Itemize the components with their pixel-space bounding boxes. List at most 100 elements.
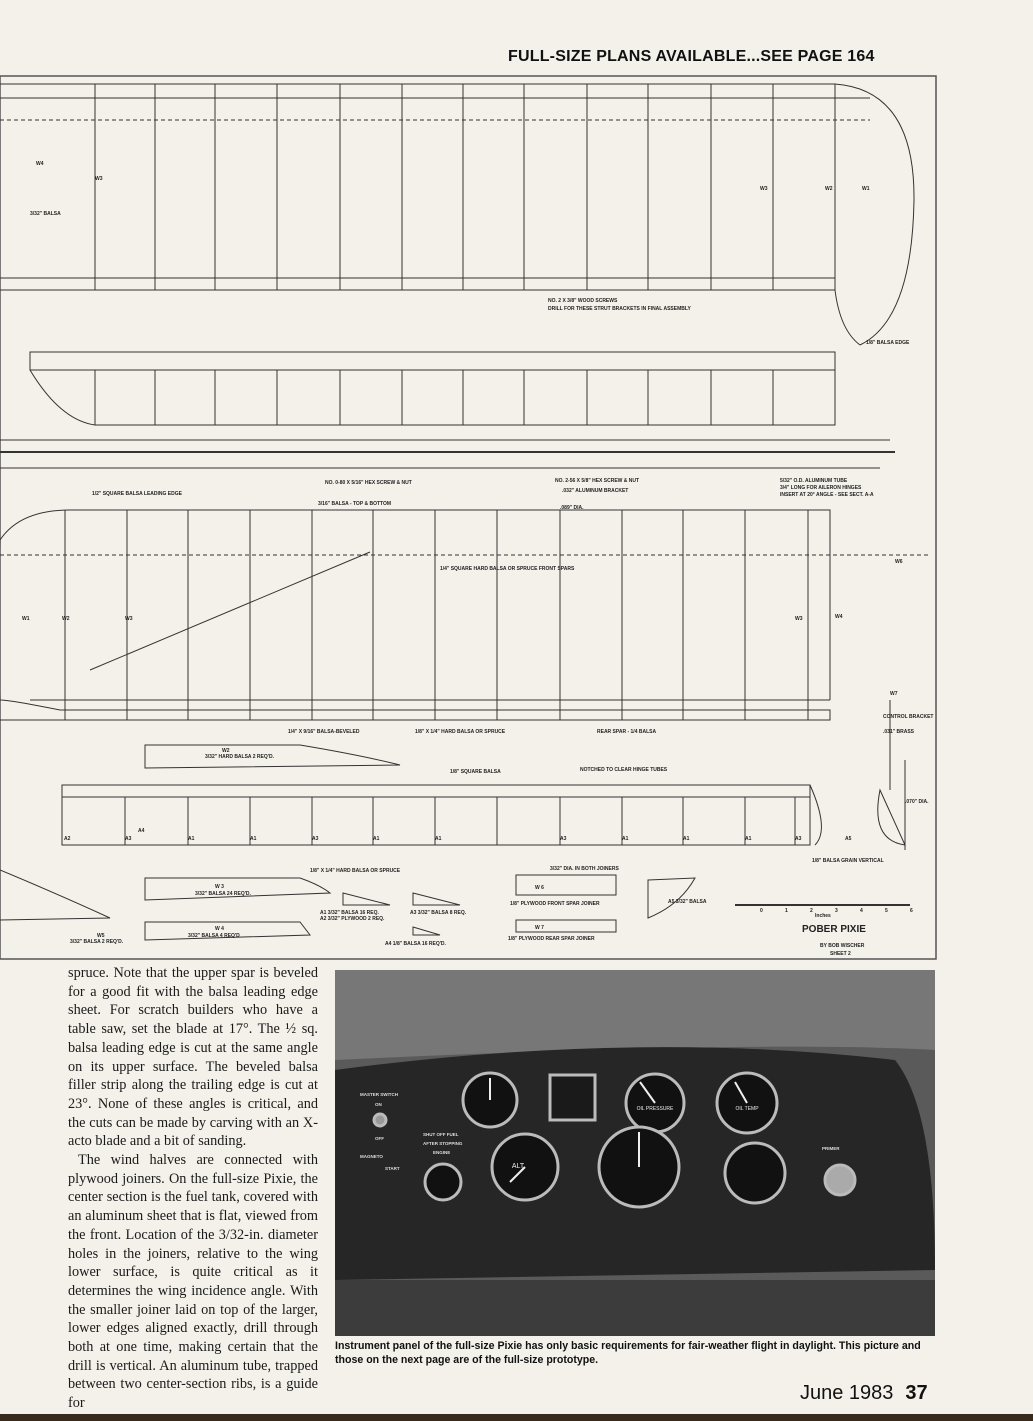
svg-text:A4: A4 (138, 828, 145, 834)
svg-text:A1: A1 (250, 836, 257, 842)
svg-text:3/32" BALSA 24 REQ'D.: 3/32" BALSA 24 REQ'D. (195, 891, 252, 897)
svg-text:3/16" BALSA - TOP & BOTTOM: 3/16" BALSA - TOP & BOTTOM (318, 501, 391, 507)
svg-text:ENGINE: ENGINE (433, 1150, 450, 1155)
fuel-gauge (423, 1162, 463, 1202)
svg-text:1/8" PLYWOOD REAR SPAR JOINER: 1/8" PLYWOOD REAR SPAR JOINER (508, 936, 595, 942)
instrument-panel-photo: MASTER SWITCH ON OFF SHUT OFF FUEL AFTER… (335, 970, 935, 1336)
photo-caption: Instrument panel of the full-size Pixie … (335, 1340, 921, 1366)
svg-text:INSERT AT 20° ANGLE - SEE SECT: INSERT AT 20° ANGLE - SEE SECT. A-A (780, 492, 874, 498)
svg-text:PRIMER: PRIMER (822, 1146, 840, 1151)
svg-text:W7: W7 (890, 691, 898, 697)
article-paragraph: The wind halves are connected with plywo… (68, 1152, 318, 1412)
svg-text:3/32" DIA. IN BOTH JOINERS: 3/32" DIA. IN BOTH JOINERS (550, 866, 619, 872)
svg-text:A4 1/8" BALSA 16 REQ'D.: A4 1/8" BALSA 16 REQ'D. (385, 941, 447, 947)
article-paragraph: spruce. Note that the upper spar is beve… (68, 965, 318, 1150)
svg-text:W3: W3 (760, 186, 768, 192)
page-footer: June 1983 37 (800, 1382, 928, 1405)
svg-text:NOTCHED TO CLEAR HINGE TUBES: NOTCHED TO CLEAR HINGE TUBES (580, 767, 668, 773)
svg-text:A1 3/32" BALSA 16 REQ.: A1 3/32" BALSA 16 REQ. (320, 910, 379, 916)
svg-text:A3: A3 (560, 836, 567, 842)
svg-text:A3 3/32" BALSA 8 REQ.: A3 3/32" BALSA 8 REQ. (410, 910, 467, 916)
svg-text:NO. 0-80 X 5/16" HEX SCREW & N: NO. 0-80 X 5/16" HEX SCREW & NUT (325, 480, 412, 486)
svg-text:MAGNETO: MAGNETO (360, 1154, 383, 1159)
svg-text:W1: W1 (22, 616, 30, 622)
svg-text:SHUT OFF FUEL: SHUT OFF FUEL (423, 1132, 459, 1137)
scale-tick-label: 2 (810, 908, 813, 914)
svg-text:A3: A3 (125, 836, 132, 842)
article-body: spruce. Note that the upper spar is beve… (68, 964, 318, 1413)
svg-text:A1: A1 (622, 836, 629, 842)
svg-text:A1: A1 (745, 836, 752, 842)
svg-text:A5: A5 (845, 836, 852, 842)
scale-tick-label: 6 (910, 908, 913, 914)
svg-text:A2 3/32" PLYWOOD 2 REQ.: A2 3/32" PLYWOOD 2 REQ. (320, 916, 385, 922)
plans-notice: FULL-SIZE PLANS AVAILABLE...SEE PAGE 164 (508, 48, 875, 65)
svg-text:3/32" HARD BALSA 2 REQ'D.: 3/32" HARD BALSA 2 REQ'D. (205, 754, 275, 760)
svg-text:1/8" BALSA GRAIN VERTICAL: 1/8" BALSA GRAIN VERTICAL (812, 858, 884, 864)
svg-text:START: START (385, 1166, 400, 1171)
svg-text:W1: W1 (862, 186, 870, 192)
svg-text:A1: A1 (435, 836, 442, 842)
svg-text:1/8" SQUARE BALSA: 1/8" SQUARE BALSA (450, 769, 501, 775)
svg-text:A2: A2 (64, 836, 71, 842)
svg-text:W4: W4 (36, 161, 44, 167)
svg-text:W 4: W 4 (215, 926, 224, 932)
svg-text:1/8" BALSA EDGE: 1/8" BALSA EDGE (866, 340, 910, 346)
svg-text:A1: A1 (683, 836, 690, 842)
svg-text:W3: W3 (125, 616, 133, 622)
svg-text:W6: W6 (895, 559, 903, 565)
svg-text:W 7: W 7 (535, 925, 544, 931)
svg-text:NO. 2-56 X 5/8" HEX SCREW & NU: NO. 2-56 X 5/8" HEX SCREW & NUT (555, 478, 639, 484)
svg-text:3/32" BALSA: 3/32" BALSA (30, 211, 61, 217)
svg-text:NO. 2 X 3/8" WOOD SCREWS: NO. 2 X 3/8" WOOD SCREWS (548, 298, 618, 304)
page-edge (0, 1414, 1033, 1421)
svg-text:W2: W2 (62, 616, 70, 622)
svg-text:1/8" PLYWOOD FRONT SPAR JOINER: 1/8" PLYWOOD FRONT SPAR JOINER (510, 901, 600, 907)
svg-text:3/4" LONG FOR AILERON HINGES: 3/4" LONG FOR AILERON HINGES (780, 485, 862, 491)
svg-text:A3: A3 (795, 836, 802, 842)
svg-text:SHEET 2: SHEET 2 (830, 951, 851, 957)
svg-text:W3: W3 (795, 616, 803, 622)
svg-text:Inches: Inches (815, 913, 831, 919)
svg-text:1/4" SQUARE HARD BALSA OR SPRU: 1/4" SQUARE HARD BALSA OR SPRUCE FRONT S… (440, 566, 575, 572)
svg-text:A1: A1 (373, 836, 380, 842)
svg-text:MASTER SWITCH: MASTER SWITCH (360, 1092, 398, 1097)
svg-text:BY BOB WISCHER: BY BOB WISCHER (820, 943, 865, 949)
svg-text:W 3: W 3 (215, 884, 224, 890)
svg-text:W2: W2 (825, 186, 833, 192)
svg-text:OFF: OFF (375, 1136, 384, 1141)
scale-tick-label: 1 (785, 908, 788, 914)
svg-text:.070" DIA.: .070" DIA. (905, 799, 929, 805)
svg-text:AFTER STOPPING: AFTER STOPPING (423, 1141, 463, 1146)
svg-text:A5 3/32" BALSA: A5 3/32" BALSA (668, 899, 707, 905)
svg-text:5/32" O.D. ALUMINUM TUBE: 5/32" O.D. ALUMINUM TUBE (780, 478, 848, 484)
svg-text:1/8" X 1/4" HARD BALSA OR SPRU: 1/8" X 1/4" HARD BALSA OR SPRUCE (310, 868, 401, 874)
lower-wing-outline (0, 509, 831, 721)
svg-text:W 6: W 6 (535, 885, 544, 891)
plan-labels: W3 W4 3/32" BALSA W3 W2 W1 NO. 2 X 3/8" … (22, 161, 933, 957)
svg-text:.089" DIA.: .089" DIA. (560, 505, 584, 511)
svg-text:1/2" SQUARE BALSA LEADING EDGE: 1/2" SQUARE BALSA LEADING EDGE (92, 491, 183, 497)
plan-title: POBER PIXIE (802, 924, 866, 935)
svg-text:REAR SPAR - 1/4 BALSA: REAR SPAR - 1/4 BALSA (597, 729, 656, 735)
svg-text:OIL TEMP: OIL TEMP (735, 1106, 759, 1112)
upper-wing-outline (0, 83, 915, 346)
issue-date: June 1983 (800, 1382, 894, 1404)
svg-text:OIL PRESSURE: OIL PRESSURE (637, 1106, 674, 1112)
svg-text:A3: A3 (312, 836, 319, 842)
scale-tick-label: 5 (885, 908, 888, 914)
svg-text:W2: W2 (222, 748, 230, 754)
svg-text:W4: W4 (835, 614, 843, 620)
svg-text:.031" BRASS: .031" BRASS (883, 729, 915, 735)
svg-text:ON: ON (375, 1102, 382, 1107)
scale-tick-label: 3 (835, 908, 838, 914)
page-number: 37 (905, 1382, 928, 1404)
svg-text:1/4" X 9/16" BALSA-BEVELED: 1/4" X 9/16" BALSA-BEVELED (288, 729, 360, 735)
svg-text:W3: W3 (95, 176, 103, 182)
svg-text:.032" ALUMINUM BRACKET: .032" ALUMINUM BRACKET (562, 488, 628, 494)
svg-text:ALT: ALT (512, 1163, 525, 1170)
svg-text:1/8" X 1/4" HARD BALSA OR SPRU: 1/8" X 1/4" HARD BALSA OR SPRUCE (415, 729, 506, 735)
svg-text:W5: W5 (97, 933, 105, 939)
svg-text:CONTROL BRACKET: CONTROL BRACKET (883, 714, 933, 720)
